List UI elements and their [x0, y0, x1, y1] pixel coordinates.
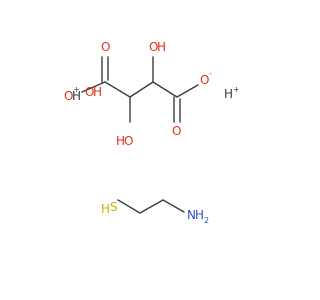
atom-h-left-oh: H [93, 85, 102, 99]
bond-c1-c2 [105, 82, 130, 97]
charge-right-anion: - [209, 69, 212, 78]
bond-s-c1 [118, 200, 140, 213]
atom-h-left-cation: H [72, 89, 81, 103]
bond-c2-c3 [130, 82, 153, 97]
charge-right-cation: + [233, 85, 240, 94]
atom-h-right-cation: H [224, 87, 233, 101]
atom-o-right-carbonyl: O [172, 124, 181, 138]
bond-c2-n [163, 200, 184, 212]
cysteamine-bonds [118, 200, 184, 213]
atom-h-amine: H [195, 208, 204, 222]
atom-o-left-carbonyl: O [101, 40, 110, 54]
bond-c1-c2-cyst [140, 200, 163, 213]
atom-h2-amine-subscript: 2 [204, 216, 209, 225]
molecule-diagram: O O + H O H O H H O O O - H + H S N H 2 [0, 0, 300, 300]
atom-o-bottom-oh: O [124, 134, 133, 148]
atom-h-thiol: H [101, 202, 110, 216]
bond-c4-o-anion [177, 85, 198, 97]
bond-c3-c4 [153, 82, 177, 97]
atom-h-top-oh: H [157, 40, 166, 54]
atom-s-thiol: S [110, 200, 118, 214]
